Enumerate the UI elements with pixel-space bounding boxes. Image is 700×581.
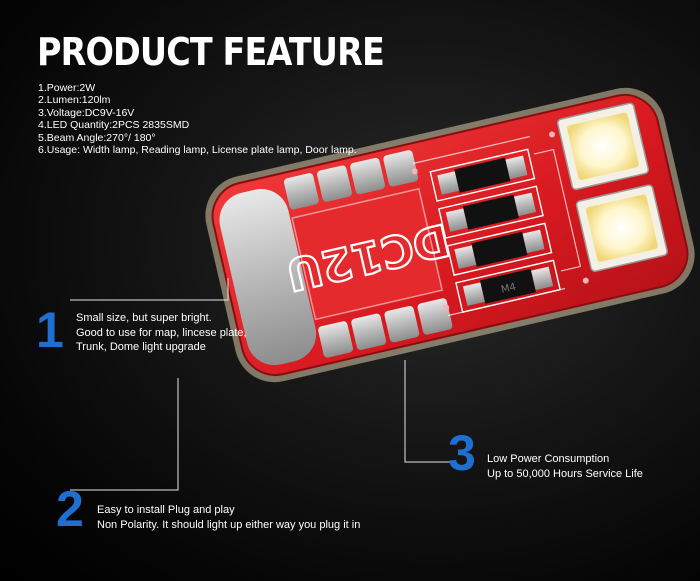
spec-item: 4.LED Quantity:2PCS 2835SMD bbox=[38, 119, 190, 132]
feature-text: Low Power Consumption Up to 50,000 Hours… bbox=[487, 452, 643, 481]
page-title: PRODUCT FEATURE bbox=[37, 30, 385, 74]
feature-line: Easy to install Plug and play bbox=[97, 504, 235, 516]
spec-item: 5.Beam Angle:270°/ 180° bbox=[38, 131, 156, 144]
spec-list: 1.Power:2W 2.Lumen:120lm 3.Voltage:DC9V-… bbox=[38, 82, 357, 156]
feature-line: Good to use for map, lincese plate, bbox=[76, 326, 247, 339]
feature-line: Up to 50,000 Hours Service Life bbox=[487, 467, 643, 480]
led-chip-bottom bbox=[575, 184, 668, 272]
solder-pads-top bbox=[283, 150, 419, 210]
feature-line: Trunk, Dome light upgrade bbox=[76, 341, 206, 353]
callout-line-2 bbox=[70, 378, 179, 491]
pcb-board: DC12U bbox=[205, 87, 695, 383]
callout-line-3 bbox=[404, 360, 455, 463]
spec-item: 6.Usage: Width lamp, Reading lamp, Licen… bbox=[38, 144, 357, 157]
svg-text:M4: M4 bbox=[500, 282, 517, 296]
callout-line-1 bbox=[70, 278, 229, 301]
feature-text: Small size, but super bright. Good to us… bbox=[76, 311, 247, 355]
feature-number: 1 bbox=[36, 302, 64, 358]
wire-contacts-left bbox=[219, 189, 317, 366]
feature-text: Easy to install Plug and play Non Polari… bbox=[97, 503, 360, 532]
pcb-vias bbox=[411, 131, 589, 311]
spec-item: 2.Lumen:120lm bbox=[38, 94, 111, 107]
pcb-traces bbox=[412, 135, 582, 317]
spec-item: 1.Power:2W bbox=[38, 82, 96, 94]
callout-lines bbox=[70, 278, 455, 491]
feature-line: Low Power Consumption bbox=[487, 453, 610, 465]
feature-line: Small size, but super bright. bbox=[76, 312, 212, 324]
solder-pads-bottom bbox=[318, 298, 453, 358]
feature-number: 3 bbox=[448, 425, 476, 481]
feature-line: Non Polarity. It should light up either … bbox=[97, 518, 361, 531]
spec-item: 3.Voltage:DC9V-16V bbox=[38, 106, 135, 119]
led-chip-top bbox=[556, 102, 650, 191]
smd-components: M4 bbox=[429, 148, 561, 313]
feature-number: 2 bbox=[56, 481, 84, 537]
